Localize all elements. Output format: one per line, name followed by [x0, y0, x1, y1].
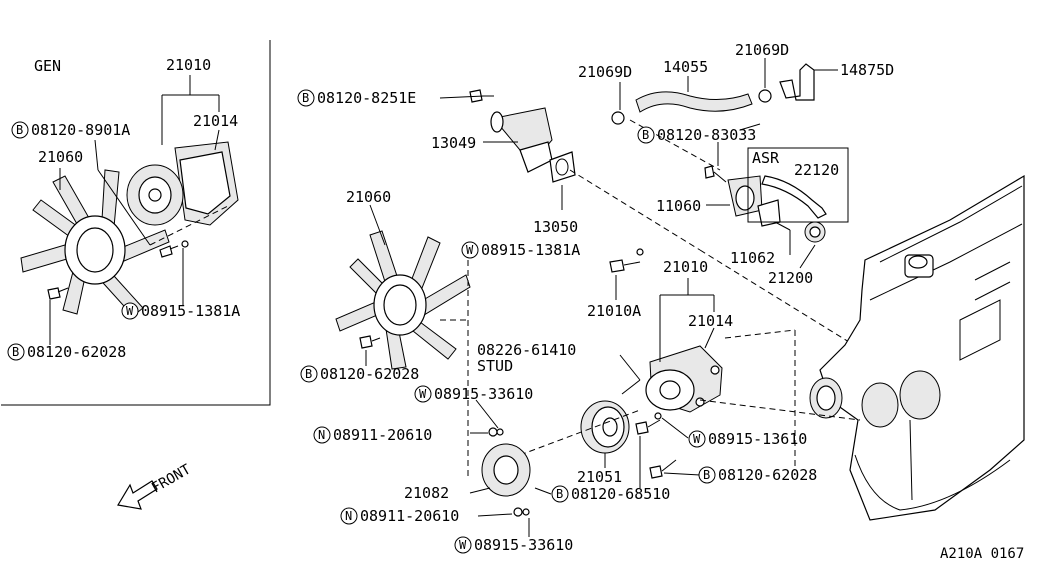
coupling-drawing: [481, 427, 531, 517]
thermostat-housing-drawing: [704, 165, 826, 243]
svg-text:B: B: [305, 367, 312, 381]
outlet-assembly-drawing: [469, 63, 836, 183]
svg-text:W: W: [693, 432, 701, 446]
label-08120-62028-fan: 08120-62028: [320, 365, 419, 383]
svg-text:W: W: [419, 387, 427, 401]
inset-badge-w: W: [121, 302, 139, 320]
inset-badge-b2: B: [7, 343, 25, 361]
inset-label-21060: 21060: [38, 148, 83, 166]
front-arrow-icon: [117, 480, 158, 510]
label-08226-61410: 08226-61410: [477, 341, 576, 359]
front-label: FRONT: [149, 461, 194, 496]
label-21014: 21014: [688, 312, 733, 330]
label-11060: 11060: [656, 197, 701, 215]
label-21069d-a: 21069D: [578, 63, 632, 81]
label-08120-62028: 08120-62028: [718, 466, 817, 484]
svg-text:N: N: [345, 509, 352, 523]
svg-text:W: W: [126, 304, 134, 318]
svg-text:B: B: [642, 128, 649, 142]
inset-label-08915-1381a: 08915-1381A: [141, 302, 240, 320]
label-08120-68510: 08120-68510: [571, 485, 670, 503]
label-08915-1381a: 08915-1381A: [481, 241, 580, 259]
figure-code: A210A 0167: [940, 546, 1024, 562]
inset-label-21014: 21014: [193, 112, 238, 130]
badge-b-83033: B: [637, 126, 655, 144]
asr-sensor-drawing: [761, 175, 827, 219]
badge-b-fan-bolt: B: [300, 365, 318, 383]
pump-bolt-drawing: [635, 419, 677, 479]
badge-b-62028: B: [698, 466, 716, 484]
badge-w-33610-a: W: [414, 385, 432, 403]
label-22120: 22120: [794, 161, 839, 179]
inset-badge-b1: B: [11, 121, 29, 139]
badge-b-8251e: B: [297, 89, 315, 107]
badge-w-1381a: W: [461, 241, 479, 259]
badge-b-68510: B: [551, 485, 569, 503]
label-08911-20610-b: 08911-20610: [360, 507, 459, 525]
label-21010a: 21010A: [587, 302, 641, 320]
pulley-drawing: [580, 400, 630, 454]
asr-title: ASR: [752, 149, 780, 167]
label-08915-13610: 08915-13610: [708, 430, 807, 448]
svg-text:W: W: [466, 243, 474, 257]
inset-fan-drawing: [20, 169, 170, 317]
inset-bolt-drawing: [47, 240, 189, 300]
label-08911-20610-a: 08911-20610: [333, 426, 432, 444]
label-13050: 13050: [533, 218, 578, 236]
svg-text:N: N: [318, 428, 325, 442]
svg-text:B: B: [12, 345, 19, 359]
badge-w-33610-b: W: [454, 536, 472, 554]
fan-drawing: [335, 230, 471, 370]
inset-title: GEN: [34, 57, 61, 75]
label-stud: STUD: [477, 357, 513, 375]
inset-panel: GEN: [1, 40, 271, 406]
svg-text:B: B: [703, 468, 710, 482]
label-08915-33610-a: 08915-33610: [434, 385, 533, 403]
label-14055: 14055: [663, 58, 708, 76]
label-13049: 13049: [431, 134, 476, 152]
water-pump-drawing: [609, 248, 723, 420]
inset-frame: [1, 40, 271, 406]
fan-bolt-drawing: [359, 335, 381, 349]
svg-text:W: W: [459, 538, 467, 552]
inset-label-21010: 21010: [166, 56, 211, 74]
svg-text:B: B: [16, 123, 23, 137]
label-08120-8251e: 08120-8251E: [317, 89, 416, 107]
label-21051: 21051: [577, 468, 622, 486]
label-08120-83033: 08120-83033: [657, 126, 756, 144]
label-08915-33610-b: 08915-33610: [474, 536, 573, 554]
inset-label-08120-8901a: 08120-8901A: [31, 121, 130, 139]
inset-label-08120-62028: 08120-62028: [27, 343, 126, 361]
label-11062: 11062: [730, 249, 775, 267]
badge-n-a: N: [313, 426, 331, 444]
label-21200: 21200: [768, 269, 813, 287]
asr-frame: [747, 147, 849, 223]
label-21069d-b: 21069D: [735, 41, 789, 59]
label-21010: 21010: [663, 258, 708, 276]
badge-w-13610: W: [688, 430, 706, 448]
label-21082: 21082: [404, 484, 449, 502]
inset-pump-drawing: [126, 141, 239, 226]
svg-text:B: B: [302, 91, 309, 105]
badge-n-b: N: [340, 507, 358, 525]
label-14875d: 14875D: [840, 61, 894, 79]
engine-block-drawing: [809, 174, 1025, 521]
svg-text:B: B: [556, 487, 563, 501]
label-21060: 21060: [346, 188, 391, 206]
